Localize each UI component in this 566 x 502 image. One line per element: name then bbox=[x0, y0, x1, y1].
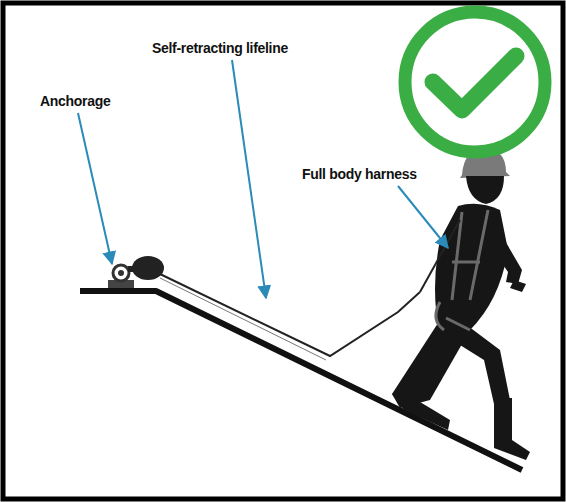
leader-lines bbox=[78, 60, 448, 298]
part-label: Full body harness bbox=[300, 166, 419, 183]
lifeline-shadow bbox=[160, 278, 326, 360]
part-label: Self-retracting lifeline bbox=[150, 40, 290, 57]
frame bbox=[3, 3, 563, 499]
dorsal-connector bbox=[420, 220, 460, 292]
part-label: Anchorage bbox=[38, 93, 112, 110]
worker-silhouette bbox=[392, 148, 530, 460]
harness-straps bbox=[436, 210, 488, 330]
lifeline-cable bbox=[160, 274, 420, 356]
check-badge bbox=[405, 12, 545, 152]
srl-housing bbox=[128, 256, 164, 280]
